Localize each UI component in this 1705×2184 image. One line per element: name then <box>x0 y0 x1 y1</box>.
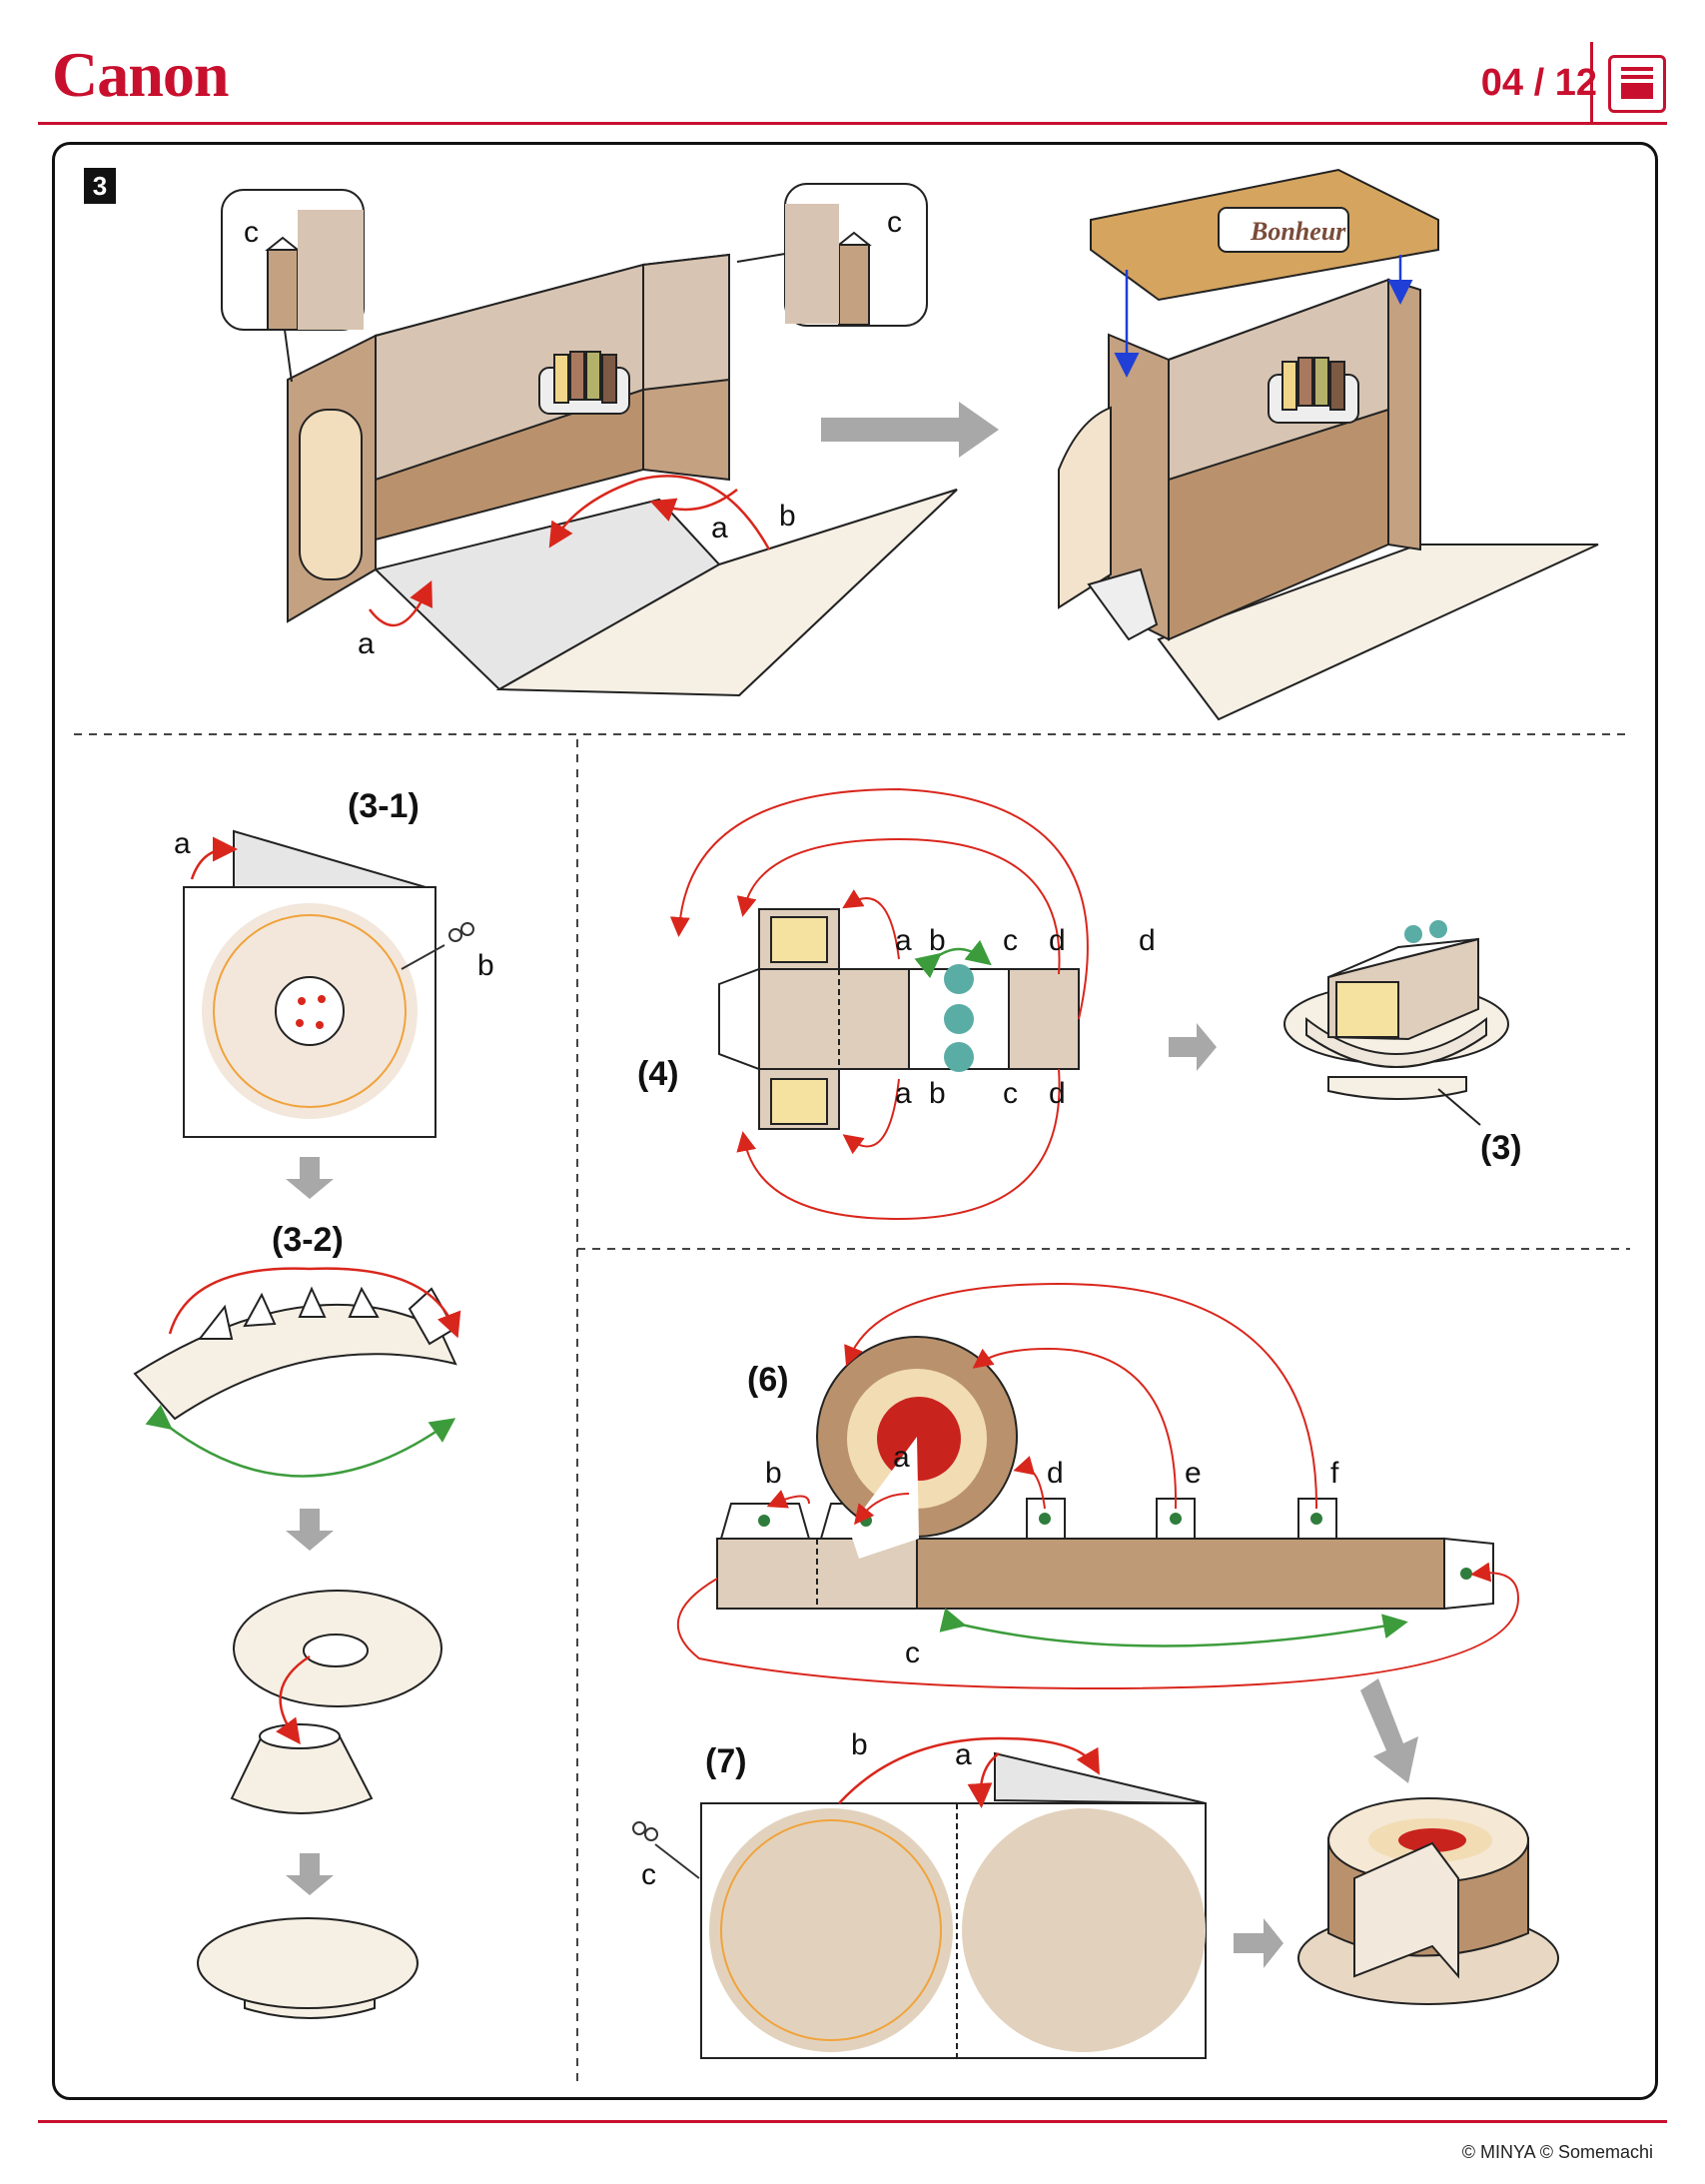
step-7-title: (7) <box>705 1742 747 1780</box>
step-6-label-b: b <box>765 1457 782 1490</box>
step-4-label-a-bottom: a <box>895 1077 912 1110</box>
detail-callouts <box>221 183 928 383</box>
header-rule <box>38 122 1667 125</box>
document-icon[interactable] <box>1608 55 1666 113</box>
stand-finished <box>197 1917 419 2019</box>
step-4-label-d-top: d <box>1049 924 1066 957</box>
fold-arrows-top <box>369 475 771 627</box>
header-divider <box>1590 42 1593 124</box>
step-6-label-e: e <box>1185 1457 1202 1490</box>
step-4-fold-arrows <box>669 787 1089 1221</box>
callout-label-c-right: c <box>887 206 902 239</box>
step-badge: 3 <box>84 168 116 204</box>
step-4-label-c-top: c <box>1003 924 1018 957</box>
step-6-fold-arrows <box>676 1282 1520 1690</box>
step-3-ref-label: (3) <box>1480 1129 1522 1167</box>
step-3-2-ring <box>133 1286 457 1421</box>
step-6-label-c: c <box>905 1637 920 1669</box>
down-arrow-1 <box>286 1157 334 1199</box>
step-4-label-d-bottom: d <box>1049 1077 1066 1110</box>
stand-assembly <box>230 1590 442 1814</box>
step-4-title: (4) <box>637 1055 679 1093</box>
step-7-label-a: a <box>955 1738 972 1771</box>
right-arrow-4 <box>1169 1023 1217 1071</box>
room-assembled: Bonheur <box>1058 168 1599 721</box>
step-6-net <box>716 1336 1494 1611</box>
step-4-label-a-top: a <box>895 924 912 957</box>
fold-label-a-left: a <box>358 627 375 660</box>
step-4-label-b-bottom: b <box>929 1077 946 1110</box>
step-3-1-title: (3-1) <box>348 787 420 825</box>
bonheur-sign: Bonheur <box>1250 217 1346 246</box>
step-7-label-b: b <box>851 1728 868 1761</box>
step-7-fold-arrows <box>838 1736 1100 1808</box>
step-4-label-c-bottom: c <box>1003 1077 1018 1110</box>
room-open <box>287 253 958 697</box>
callout-label-c-left: c <box>244 216 259 249</box>
down-arrow-3 <box>286 1853 334 1895</box>
right-arrow-7 <box>1234 1918 1283 1968</box>
instruction-frame <box>52 142 1658 2100</box>
canon-logo: Canon <box>52 39 229 110</box>
placement-arrows <box>1114 255 1413 378</box>
copyright: © MINYA © Somemachi <box>1461 2142 1653 2162</box>
page-indicator: 04 / 12 <box>1480 62 1597 104</box>
step-6-label-f: f <box>1330 1457 1339 1490</box>
final-cake <box>1297 1797 1559 2005</box>
section-dividers <box>74 733 1630 2083</box>
step-6-label-d: d <box>1047 1457 1064 1490</box>
step-3-1-label-b: b <box>477 949 494 982</box>
down-arrow-2 <box>286 1509 334 1551</box>
step-6-label-a: a <box>893 1441 910 1474</box>
fold-label-a-right: a <box>711 512 728 545</box>
scissors-icons <box>401 922 700 1879</box>
step-7-label-c: c <box>641 1858 656 1891</box>
step-4-label-b-top: b <box>929 924 946 957</box>
step-3-1-card <box>183 829 436 1138</box>
diagonal-arrow <box>1360 1678 1418 1783</box>
step-3-2-title: (3-2) <box>272 1221 344 1259</box>
flow-arrow <box>821 402 999 458</box>
step-7-card <box>700 1751 1207 2059</box>
fold-label-b: b <box>779 500 796 533</box>
cake-slice-on-stand <box>1283 920 1509 1100</box>
step-3-1-label-a: a <box>174 827 191 860</box>
step-6-title: (6) <box>747 1361 789 1399</box>
step-4-label-d-outer: d <box>1139 924 1156 957</box>
step-4-net <box>718 908 1080 1130</box>
footer-rule <box>38 2120 1667 2123</box>
